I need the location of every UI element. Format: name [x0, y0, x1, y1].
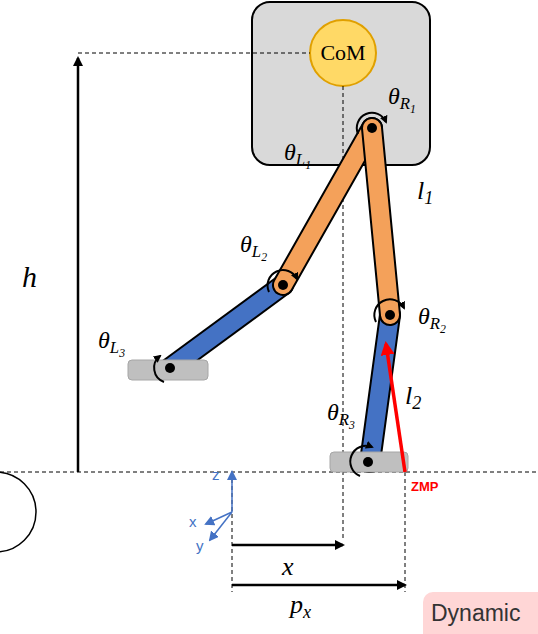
joint-angle: θL1 — [284, 140, 311, 171]
height-label: h — [22, 262, 37, 292]
left-foot — [128, 360, 208, 380]
node-text: CoM — [320, 40, 365, 66]
com-circle — [310, 20, 376, 86]
zmp-force-arrow — [386, 344, 405, 472]
joint-angle: θR3 — [327, 400, 355, 431]
axis-label: x — [189, 514, 197, 529]
joint-angle: θL2 — [240, 232, 267, 263]
position-label: x — [282, 554, 294, 580]
highlight-box: Dynamic — [423, 592, 538, 634]
rotation-arcs — [154, 113, 404, 476]
com-label: CoM — [310, 20, 376, 86]
axes — [206, 472, 232, 540]
legs — [170, 128, 390, 462]
node-text: Dynamic — [431, 600, 520, 627]
guide-lines — [0, 53, 538, 592]
torso — [252, 2, 430, 165]
height-arrow — [77, 58, 80, 472]
px-arrow — [232, 584, 405, 587]
axis-label: z — [212, 467, 220, 482]
link-length: l2 — [405, 383, 421, 413]
cropped-circle — [0, 472, 36, 552]
joint-angle: θL3 — [98, 328, 125, 359]
axis-label: y — [196, 538, 204, 553]
position-label: px — [290, 592, 311, 622]
right-foot — [330, 452, 408, 472]
x-arrow — [232, 544, 343, 547]
joint-angle: θR1 — [388, 84, 416, 115]
zmp-label: ZMP — [411, 480, 438, 493]
joint-angle: θR2 — [418, 304, 446, 335]
joints — [165, 123, 395, 467]
link-length: l1 — [417, 178, 433, 208]
